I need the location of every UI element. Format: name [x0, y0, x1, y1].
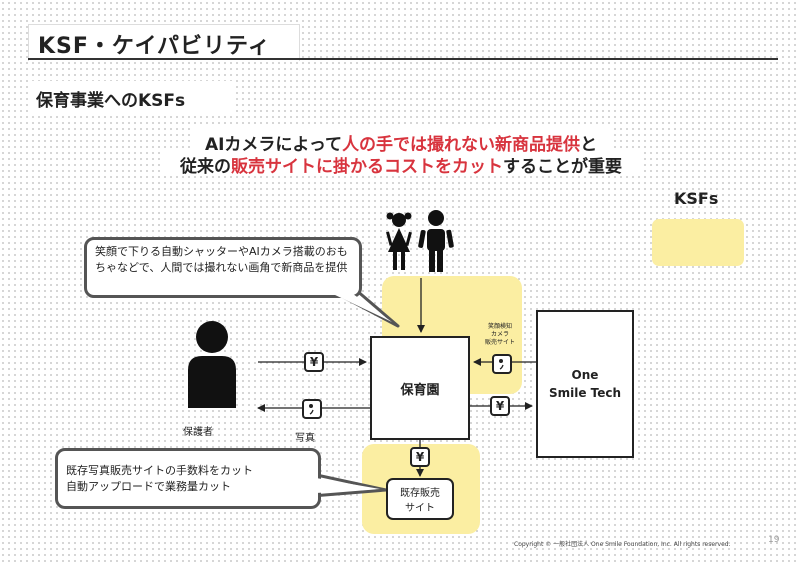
yen-icon: ¥ — [304, 352, 324, 372]
headline-text: することが重要 — [503, 157, 622, 177]
callout-bottom-text-1: 既存写真販売サイトの手数料をカット — [66, 464, 253, 477]
title-rule — [28, 58, 778, 60]
page-number: 19 — [768, 535, 780, 545]
callout-top: 笑顔で下りる自動シャッターやAIカメラ搭載のおもちゃなどで、人間では撮れない画角… — [84, 237, 362, 298]
headline-line-2: 従来の販売サイトに掛かるコストをカットすることが重要 — [160, 152, 642, 177]
photo-label: 写真 — [295, 433, 315, 444]
camera-icon — [302, 399, 322, 419]
headline-text: AIカメラによって — [204, 135, 343, 155]
yen-icon: ¥ — [410, 447, 430, 467]
company-label-1: One — [571, 368, 599, 382]
section-subtitle: 保育事業へのKSFs — [36, 91, 186, 111]
nursery-node: 保育園 — [370, 336, 470, 440]
existing-site-node: 既存販売 サイト — [386, 478, 454, 520]
copyright-footer: Copyright © 一般社団法人 One Smile Foundation,… — [514, 541, 731, 548]
service-label-3: 販売サイト — [484, 339, 515, 346]
service-label: 笑顔検知 カメラ 販売サイト — [480, 323, 520, 347]
company-node: One Smile Tech — [536, 310, 634, 458]
ksfs-label: KSFs — [674, 189, 719, 208]
callout-top-text: 笑顔で下りる自動シャッターやAIカメラ搭載のおもちゃなどで、人間では撮れない画角… — [95, 245, 348, 274]
children-icon — [386, 210, 454, 272]
service-label-1: 笑顔検知 — [487, 323, 512, 330]
callout-bottom: 既存写真販売サイトの手数料をカット 自動アップロードで業務量カット — [55, 448, 321, 509]
yen-icon: ¥ — [490, 396, 510, 416]
company-label-2: Smile Tech — [548, 386, 622, 400]
camera-icon — [492, 354, 512, 374]
service-label-2: カメラ — [490, 331, 509, 338]
title-box — [28, 24, 300, 61]
page-title: KSF・ケイパビリティ — [38, 34, 271, 59]
existing-site-label-1: 既存販売 — [400, 488, 440, 499]
guardian-label: 保護者 — [183, 427, 213, 438]
nursery-label: 保育園 — [400, 382, 440, 398]
headline-bg-2 — [160, 149, 642, 176]
person-icon — [188, 321, 236, 408]
existing-site-label-2: サイト — [405, 503, 435, 514]
headline-text: 従来の — [180, 157, 231, 177]
headline-highlight: 人の手では撮れない新商品提供 — [342, 135, 581, 155]
headline-line-1: AIカメラによって人の手では撮れない新商品提供と — [160, 130, 642, 155]
ksfs-legend-swatch — [652, 219, 744, 266]
headline-highlight: 販売サイトに掛かるコストをカット — [231, 157, 503, 177]
subtitle-box — [28, 81, 234, 114]
headline-text: と — [580, 135, 598, 155]
callout-bottom-text-2: 自動アップロードで業務量カット — [66, 480, 231, 493]
